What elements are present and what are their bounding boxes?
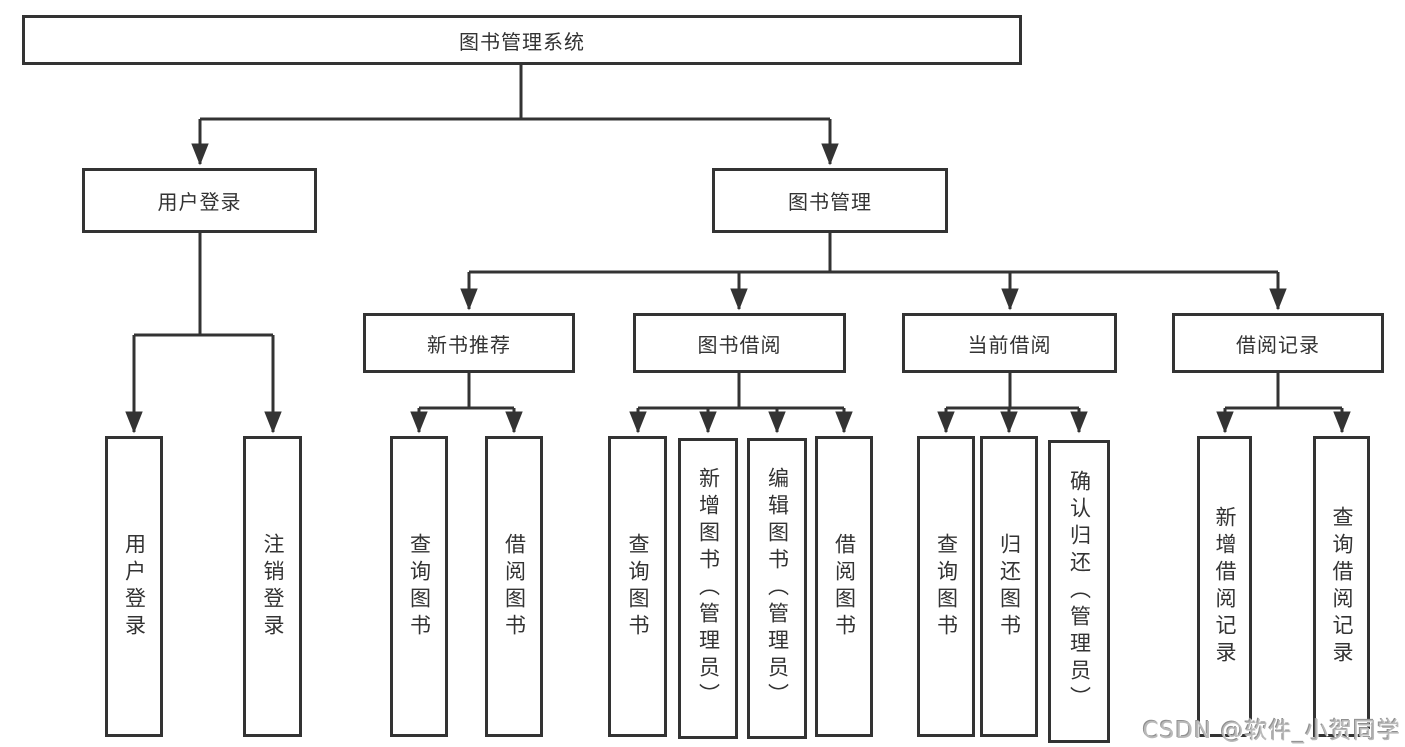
leaf-add-books-admin: 新增图书（管理员） <box>678 438 738 739</box>
leaf-add-borrow-record: 新增借阅记录 <box>1197 436 1252 737</box>
leaf-borrow-query-books-label: 查询图书 <box>626 532 650 641</box>
leaf-recommend-borrow-books: 借阅图书 <box>485 436 543 737</box>
node-current-borrow-label: 当前借阅 <box>967 332 1052 357</box>
leaf-add-books-admin-label: 新增图书（管理员） <box>696 467 721 710</box>
node-book-borrow-label: 图书借阅 <box>697 332 782 357</box>
leaf-query-borrow-record: 查询借阅记录 <box>1313 436 1370 737</box>
leaf-recommend-query-books-label: 查询图书 <box>407 532 432 641</box>
node-book-borrow: 图书借阅 <box>633 313 846 373</box>
leaf-current-query-books-label: 查询图书 <box>934 532 959 641</box>
leaf-borrow-borrow-books: 借阅图书 <box>815 436 873 737</box>
leaf-user-login-label: 用户登录 <box>122 532 147 641</box>
node-system-root-label: 图书管理系统 <box>459 29 585 54</box>
leaf-edit-books-admin-label: 编辑图书（管理员） <box>765 467 790 710</box>
node-book-management-branch: 图书管理 <box>712 168 948 233</box>
leaf-borrow-query-books: 查询图书 <box>608 436 667 737</box>
leaf-logout-login: 注销登录 <box>243 436 302 737</box>
node-user-login-branch-label: 用户登录 <box>157 190 242 214</box>
node-system-root: 图书管理系统 <box>22 15 1022 65</box>
leaf-borrow-borrow-books-label: 借阅图书 <box>832 532 857 641</box>
leaf-confirm-return-admin: 确认归还（管理员） <box>1048 440 1110 743</box>
csdn-watermark: CSDN @软件_小贺同学 <box>1142 718 1401 744</box>
node-current-borrow: 当前借阅 <box>902 313 1117 373</box>
leaf-return-books-label: 归还图书 <box>997 532 1022 641</box>
leaf-confirm-return-admin-label: 确认归还（管理员） <box>1067 470 1092 713</box>
leaf-logout-login-label: 注销登录 <box>261 532 285 641</box>
leaf-add-borrow-record-label: 新增借阅记录 <box>1213 505 1237 668</box>
node-borrow-records-label: 借阅记录 <box>1236 332 1320 357</box>
node-new-book-recommend-label: 新书推荐 <box>427 332 511 357</box>
node-user-login-branch: 用户登录 <box>82 168 317 233</box>
node-borrow-records: 借阅记录 <box>1172 313 1384 373</box>
leaf-recommend-borrow-books-label: 借阅图书 <box>502 532 527 641</box>
leaf-recommend-query-books: 查询图书 <box>390 436 448 737</box>
leaf-user-login: 用户登录 <box>105 436 163 737</box>
leaf-query-borrow-record-label: 查询借阅记录 <box>1330 505 1354 668</box>
leaf-edit-books-admin: 编辑图书（管理员） <box>747 438 807 739</box>
leaf-current-query-books: 查询图书 <box>917 436 975 737</box>
node-book-management-branch-label: 图书管理 <box>788 190 872 214</box>
leaf-return-books: 归还图书 <box>980 436 1038 737</box>
node-new-book-recommend: 新书推荐 <box>363 313 575 373</box>
